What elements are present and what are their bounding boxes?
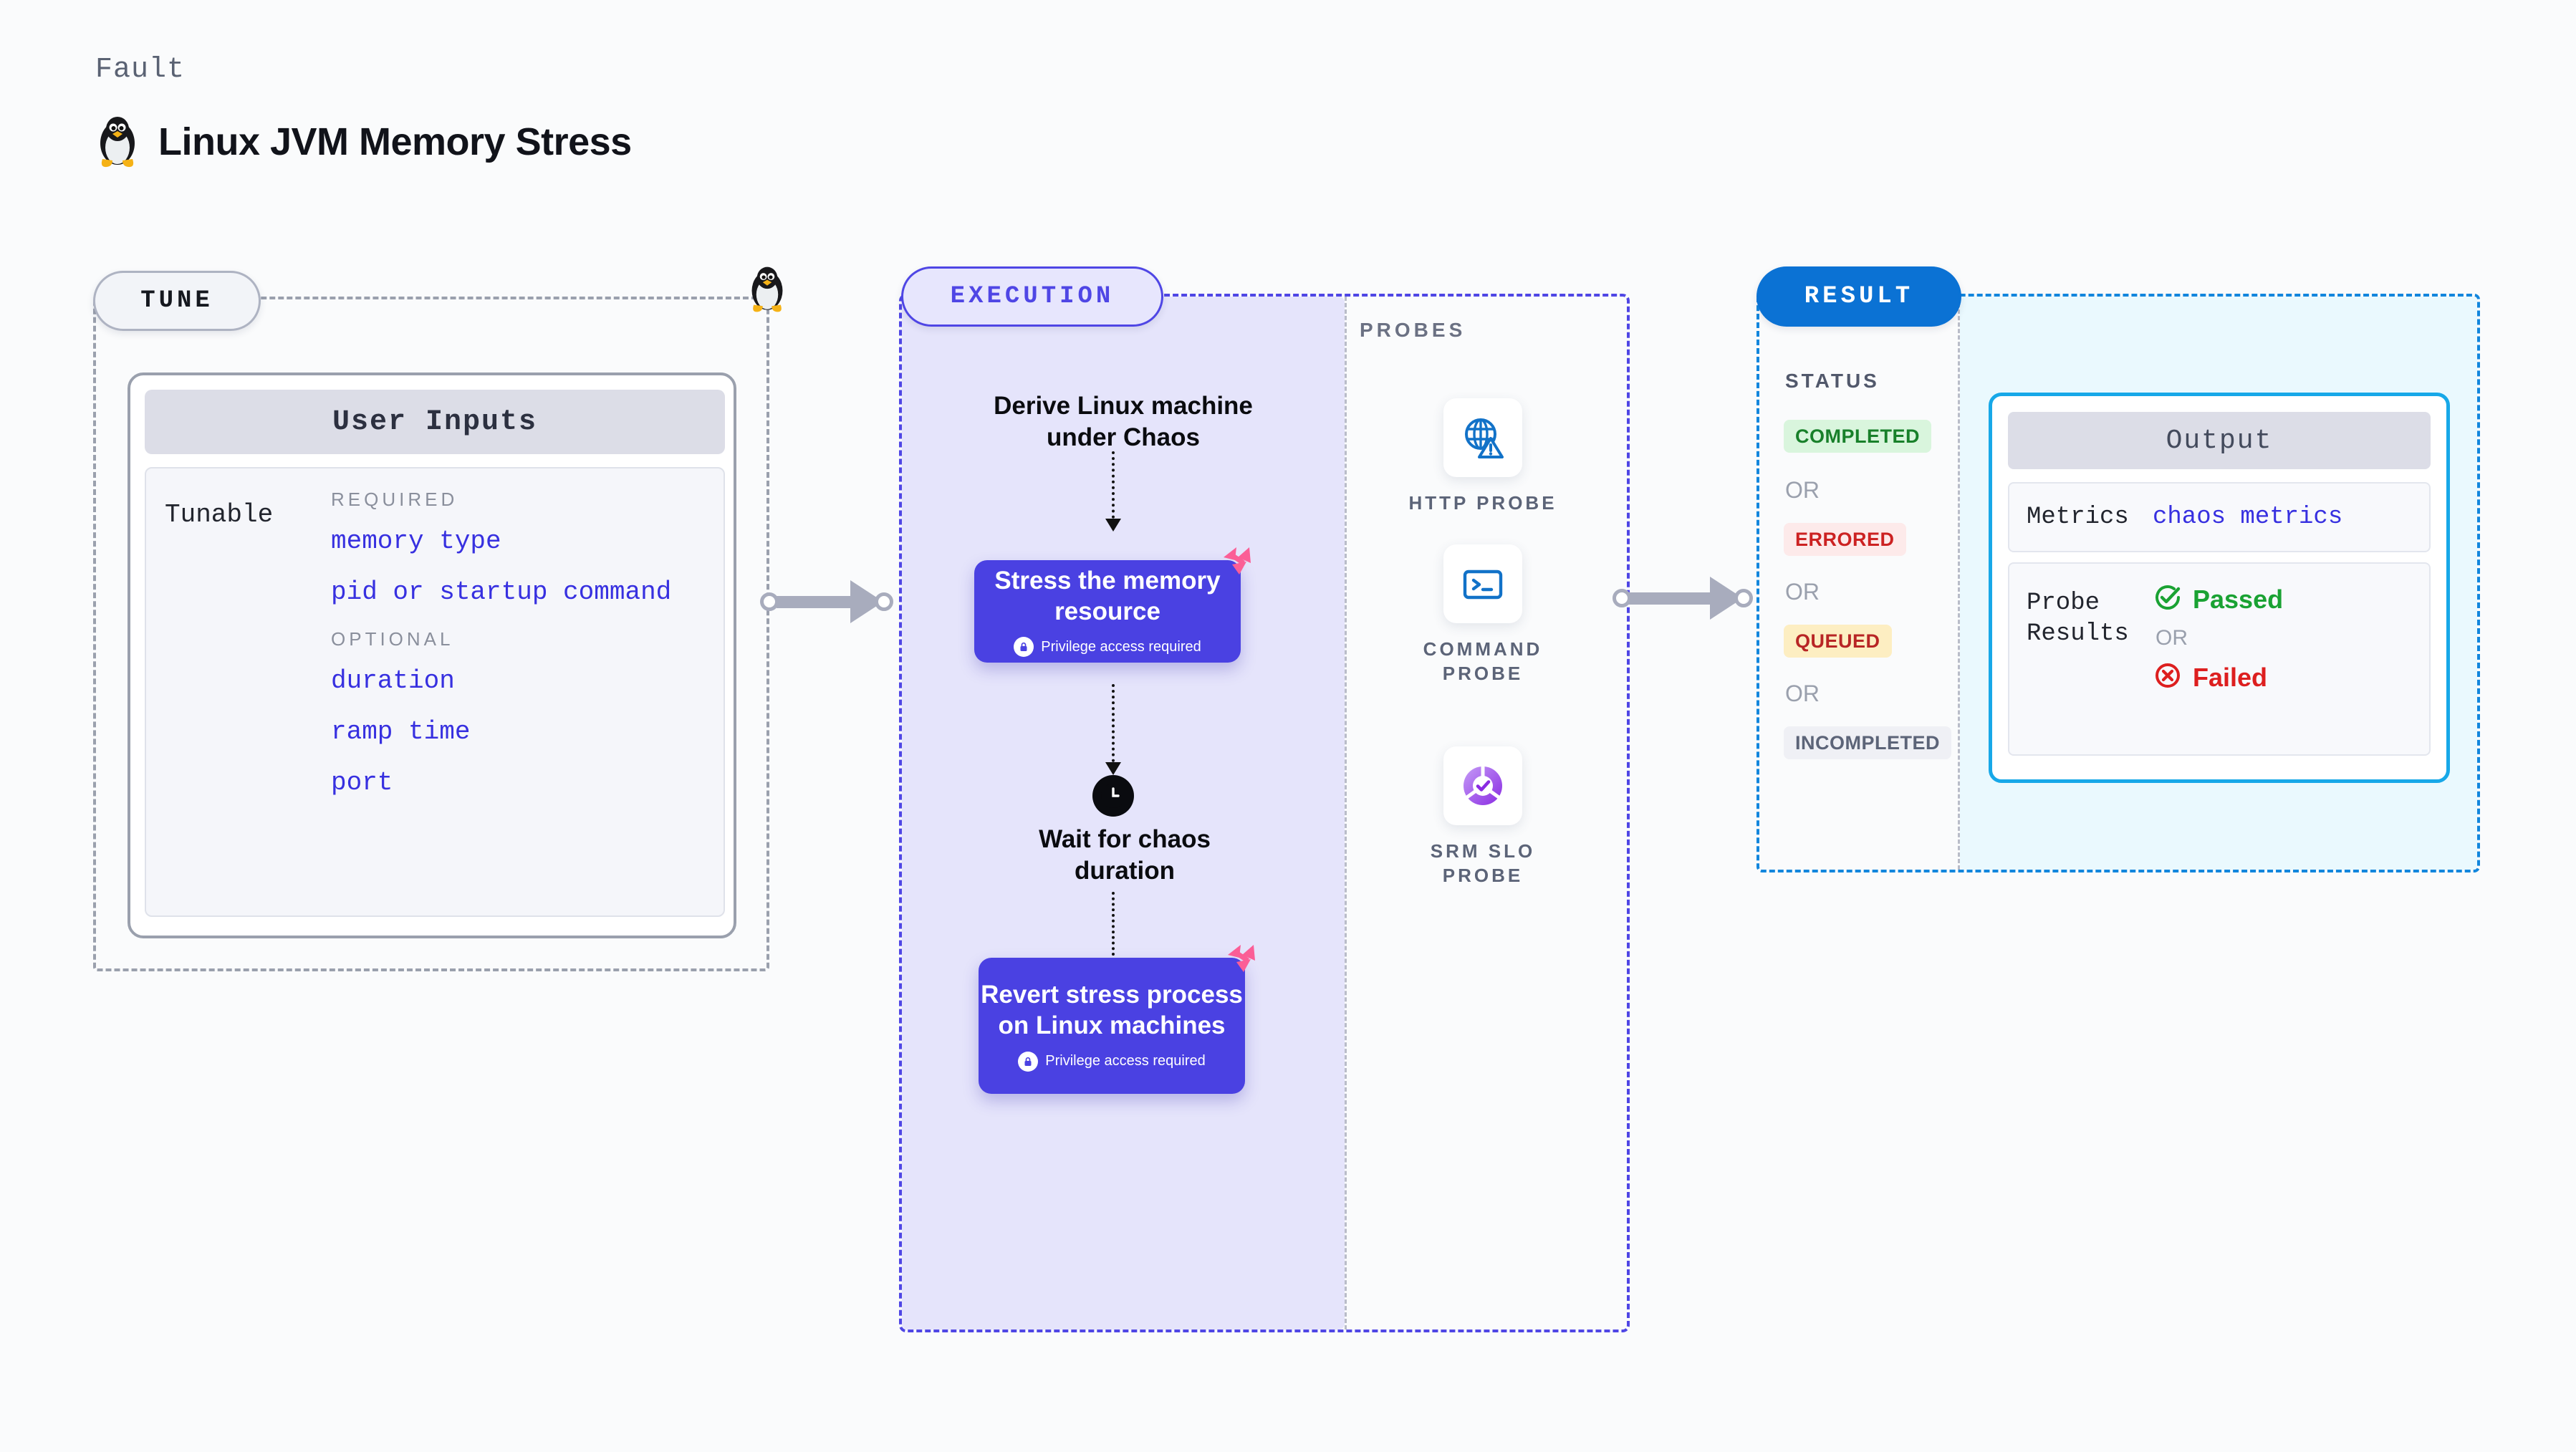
optional-group-label: OPTIONAL	[331, 628, 454, 650]
probe-command-label: COMMAND PROBE	[1423, 638, 1543, 684]
terminal-icon	[1443, 544, 1522, 623]
probe-srm-slo-label: SRM SLO PROBE	[1430, 840, 1536, 886]
tune-section-pill[interactable]: TUNE	[93, 271, 261, 331]
status-or-label: OR	[1785, 681, 1820, 706]
action-card-note: Privilege access required	[1014, 637, 1201, 658]
output-card: Output Metrics chaos metrics Probe Resul…	[1989, 393, 2450, 783]
action-card-note: Privilege access required	[1018, 1051, 1206, 1072]
probe-results-key: Probe Results	[2027, 590, 2129, 648]
check-circle-icon	[2153, 582, 2183, 616]
connector-start-dot	[760, 592, 779, 611]
metrics-key: Metrics	[2027, 503, 2129, 531]
probe-result-or-label: OR	[2156, 626, 2188, 650]
probe-http[interactable]: HTTP PROBE	[1400, 398, 1565, 516]
linux-penguin-marker-icon	[747, 265, 787, 317]
probe-results-values: Passed OR Failed	[2153, 564, 2283, 694]
status-badge-errored: ERRORED	[1784, 523, 1906, 556]
tune-region	[93, 297, 769, 971]
user-inputs-body: Tunable REQUIRED memory type pid or star…	[145, 467, 725, 917]
flow-arrow-2	[1105, 684, 1121, 775]
tunable-row-label: Tunable	[165, 500, 274, 529]
tunable-item-memory-type[interactable]: memory type	[331, 527, 501, 556]
status-section-label: STATUS	[1785, 370, 1880, 392]
tunable-item-duration[interactable]: duration	[331, 666, 455, 696]
action-card-title: Revert stress process on Linux machines	[981, 981, 1243, 1039]
page-title: Linux JVM Memory Stress	[158, 120, 632, 163]
connector-end-dot	[875, 592, 893, 611]
execution-section-pill[interactable]: EXECUTION	[901, 266, 1163, 327]
execution-to-result-connector	[1613, 577, 1753, 620]
tune-to-execution-connector	[760, 580, 893, 623]
connector-end-dot	[1734, 589, 1753, 607]
action-card-note-text: Privilege access required	[1045, 1053, 1206, 1069]
connector-start-dot	[1613, 589, 1631, 607]
probes-divider	[1345, 297, 1347, 1330]
status-badge-queued: QUEUED	[1784, 625, 1892, 658]
x-circle-icon	[2153, 660, 2183, 694]
action-card-title: Stress the memory resource	[994, 566, 1221, 625]
probe-result-failed: Failed	[2153, 660, 2283, 694]
probe-result-passed: Passed	[2153, 582, 2283, 616]
output-row-probe-results: Probe Results Passed OR	[2008, 562, 2431, 756]
status-or-label: OR	[1785, 579, 1820, 605]
execution-region	[899, 294, 1630, 1332]
status-or-label: OR	[1785, 477, 1820, 503]
user-inputs-title: User Inputs	[145, 390, 725, 454]
globe-warning-icon	[1443, 398, 1522, 477]
page-title-row: Linux JVM Memory Stress	[95, 115, 632, 169]
tunable-item-ramp-time[interactable]: ramp time	[331, 717, 471, 746]
result-region	[1756, 294, 2480, 872]
flow-step-derive-linux-machine: Derive Linux machine under Chaos	[994, 392, 1253, 451]
lock-icon	[1014, 637, 1034, 658]
lock-icon	[1018, 1051, 1039, 1072]
user-inputs-card: User Inputs Tunable REQUIRED memory type…	[128, 372, 736, 938]
metrics-value-link[interactable]: chaos metrics	[2153, 504, 2343, 531]
tunable-item-port[interactable]: port	[331, 768, 393, 797]
probe-command[interactable]: COMMAND PROBE	[1400, 544, 1565, 686]
tunable-item-pid-or-startup-command[interactable]: pid or startup command	[331, 577, 672, 607]
output-card-title: Output	[2008, 412, 2431, 469]
clock-icon	[1092, 775, 1134, 817]
connector-bar	[777, 595, 855, 608]
result-section-pill[interactable]: RESULT	[1756, 266, 1961, 327]
probes-section-label: PROBES	[1360, 319, 1466, 341]
status-badge-completed: COMPLETED	[1784, 420, 1932, 453]
required-group-label: REQUIRED	[331, 489, 458, 510]
probe-result-passed-label: Passed	[2193, 584, 2284, 614]
probe-http-label: HTTP PROBE	[1408, 492, 1557, 514]
action-card-stress-memory[interactable]: Stress the memory resource Privilege acc…	[974, 560, 1241, 663]
action-card-note-text: Privilege access required	[1041, 638, 1201, 655]
linux-penguin-icon	[95, 115, 140, 169]
slo-donut-check-icon	[1443, 746, 1522, 825]
probe-srm-slo[interactable]: SRM SLO PROBE	[1400, 746, 1565, 888]
result-divider	[1958, 297, 1960, 870]
status-badge-incompleted: INCOMPLETED	[1784, 726, 1952, 759]
tunable-list: REQUIRED memory type pid or startup comm…	[331, 489, 711, 819]
probe-result-failed-label: Failed	[2193, 662, 2268, 692]
flow-arrow-1	[1105, 451, 1121, 532]
connector-bar	[1629, 592, 1715, 605]
chaos-badge-icon	[1218, 542, 1255, 582]
page-kicker: Fault	[95, 54, 186, 86]
chaos-badge-icon	[1222, 939, 1259, 980]
output-row-metrics: Metrics chaos metrics	[2008, 482, 2431, 552]
action-card-revert-stress-process[interactable]: Revert stress process on Linux machines …	[979, 958, 1245, 1094]
flow-step-wait-for-chaos-duration: Wait for chaos duration	[1039, 825, 1211, 885]
